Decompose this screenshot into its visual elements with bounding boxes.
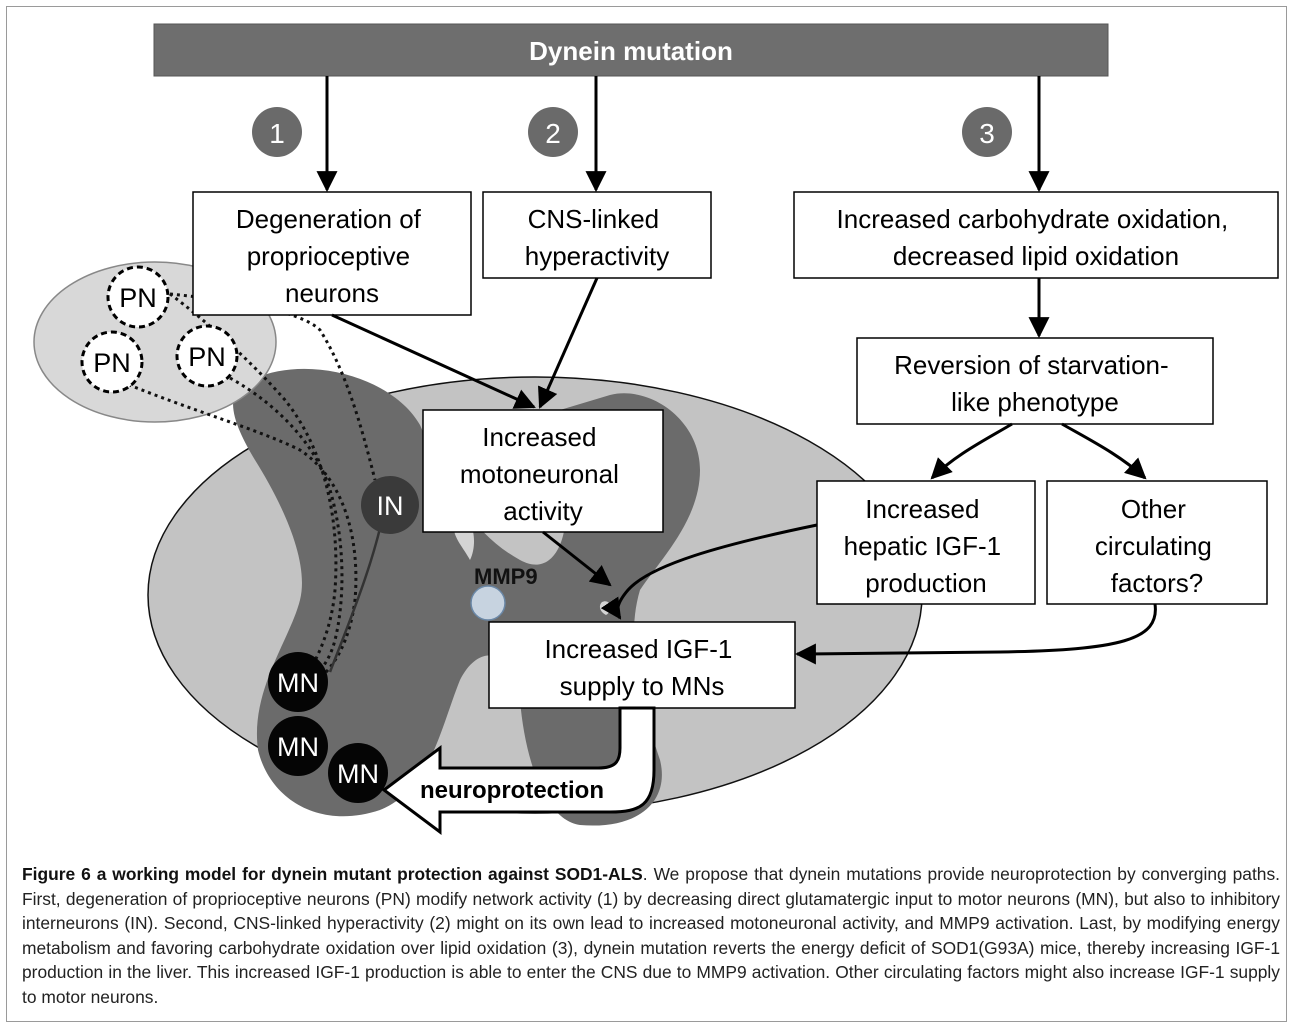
box-reversion: Reversion of starvation- like phenotype xyxy=(856,337,1214,425)
svg-text:Increased carbohydrate oxidati: Increased carbohydrate oxidation, decrea… xyxy=(837,204,1236,271)
pn-cell: PN xyxy=(175,324,239,388)
arrow-degeneration-to-motoneuronal xyxy=(331,313,536,409)
box-carbohydrate-oxidation: Increased carbohydrate oxidation, decrea… xyxy=(793,191,1279,279)
caption-title: Figure 6 a working model for dynein muta… xyxy=(22,864,643,884)
svg-text:Increased motoneuronal: Increased motoneuronal activity xyxy=(460,422,626,526)
box-cns-hyperactivity: CNS-linked hyperactivity xyxy=(482,191,712,279)
in-cell: IN xyxy=(361,476,419,534)
mn-cell: MN xyxy=(268,652,328,712)
svg-text:Increased hepatic IGF-1: Increased hepatic IGF-1 production xyxy=(844,494,1009,598)
box-hepatic-igf1: Increased hepatic IGF-1 production xyxy=(816,480,1036,605)
arrow-hepatic-to-supply xyxy=(600,523,818,620)
mn-label: MN xyxy=(337,759,379,789)
path-number-2: 2 xyxy=(528,107,578,157)
path-number-3: 3 xyxy=(962,107,1012,157)
pn-label: PN xyxy=(93,348,131,378)
working-model-diagram: PN PN PN IN MN MN MN MMP9 Dynein mutatio… xyxy=(33,23,1279,835)
neuroprotection-label: neuroprotection xyxy=(420,777,604,804)
dynein-mutation-banner xyxy=(153,23,1109,77)
arrow-motoneuronal-to-mmp9 xyxy=(542,530,612,587)
mn-cell: MN xyxy=(268,716,328,776)
svg-text:Increased IGF-1 supply t: Increased IGF-1 supply to MNs xyxy=(544,634,739,701)
box-other-factors: Other circulating factors? xyxy=(1046,480,1268,605)
arrow-cns-to-motoneuronal xyxy=(538,277,599,409)
arrow-reversion-to-other xyxy=(1061,422,1147,480)
svg-text:Reversion of starvation-: Reversion of starvation- like phenotype xyxy=(894,350,1176,417)
pn-cell: PN xyxy=(106,265,170,329)
pn-label: PN xyxy=(119,283,157,313)
arrow-other-to-supply xyxy=(794,603,1157,665)
mn-cell: MN xyxy=(328,743,388,803)
caption-text: . We propose that dynein mutations provi… xyxy=(22,864,1281,1007)
arrow-reversion-to-hepatic xyxy=(930,422,1013,480)
mmp9-dot xyxy=(470,585,506,621)
box-degeneration: Degeneration of proprioceptive neurons xyxy=(192,191,472,316)
svg-text:1: 1 xyxy=(269,118,285,149)
mn-label: MN xyxy=(277,732,319,762)
path-number-1: 1 xyxy=(252,107,302,157)
mn-label: MN xyxy=(277,668,319,698)
svg-text:3: 3 xyxy=(979,118,995,149)
mmp9-label: MMP9 xyxy=(474,564,538,589)
neuroprotection-arrow xyxy=(381,706,656,835)
svg-text:Degeneration of proprioc: Degeneration of proprioceptive neurons xyxy=(236,204,428,308)
svg-text:2: 2 xyxy=(545,118,561,149)
svg-text:CNS-linked hyperactivity: CNS-linked hyperactivity xyxy=(525,204,670,271)
box-igf1-supply: Increased IGF-1 supply to MNs xyxy=(488,621,796,709)
pn-label: PN xyxy=(188,342,226,372)
pn-cell: PN xyxy=(80,330,144,394)
svg-text:Other circulating: Other circulating factors? xyxy=(1095,494,1219,598)
in-label: IN xyxy=(377,491,404,521)
banner-label: Dynein mutation xyxy=(529,36,733,66)
box-motoneuronal-activity: Increased motoneuronal activity xyxy=(422,409,664,533)
figure-caption: Figure 6 a working model for dynein muta… xyxy=(22,862,1280,1009)
